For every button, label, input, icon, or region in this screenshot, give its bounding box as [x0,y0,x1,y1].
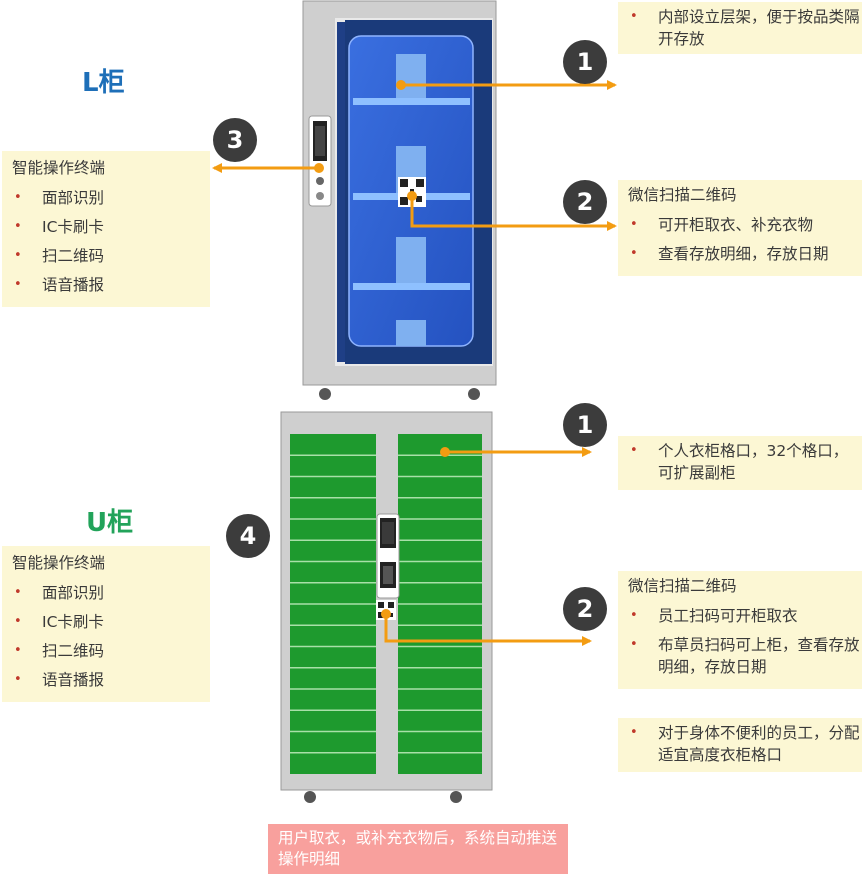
note-l-wechat-item: 查看存放明细，存放日期 [618,243,862,265]
note-l-shelves-item: 内部设立层架，便于按品类隔开存放 [618,6,862,50]
note-u-wechat: 微信扫描二维码 员工扫码可开柜取衣 布草员扫码可上柜，查看存放明细，存放日期 [618,571,862,689]
callout-arrows [212,80,617,646]
note-u-accessible-item: 对于身体不便利的员工，分配适宜高度衣柜格口 [618,722,862,766]
note-l-wechat: 微信扫描二维码 可开柜取衣、补充衣物 查看存放明细，存放日期 [618,180,862,276]
note-u-wechat-heading: 微信扫描二维码 [628,577,737,595]
note-l-wechat-heading: 微信扫描二维码 [628,186,737,204]
note-u-terminal-item: 扫二维码 [2,640,210,662]
u-cabinet [280,411,493,803]
l-terminal [308,115,332,207]
note-u-compartments-item: 个人衣柜格口，32个格口，可扩展副柜 [618,440,862,484]
badge-l-2: 2 [563,180,607,224]
note-u-compartments: 个人衣柜格口，32个格口，可扩展副柜 [618,436,862,490]
note-l-terminal-item: IC卡刷卡 [2,216,210,238]
l-cabinet [302,0,497,400]
note-u-terminal-item: 语音播报 [2,669,210,691]
note-u-wechat-item: 布草员扫码可上柜，查看存放明细，存放日期 [618,634,862,678]
note-u-terminal-heading: 智能操作终端 [12,554,106,572]
garment-blocks [396,54,426,346]
badge-u-2: 2 [563,587,607,631]
u-terminal [376,513,400,599]
note-l-terminal-item: 语音播报 [2,274,210,296]
locker-dividers [290,454,482,754]
note-u-terminal-item: 面部识别 [2,582,210,604]
l-cabinet-title: L柜 [82,68,125,98]
note-l-terminal-item: 面部识别 [2,187,210,209]
note-l-terminal-item: 扫二维码 [2,245,210,267]
note-l-terminal-heading: 智能操作终端 [12,159,106,177]
note-u-accessible: 对于身体不便利的员工，分配适宜高度衣柜格口 [618,718,862,772]
note-l-terminal: 智能操作终端 面部识别 IC卡刷卡 扫二维码 语音播报 [2,151,210,307]
badge-l-1: 1 [563,40,607,84]
note-u-terminal: 智能操作终端 面部识别 IC卡刷卡 扫二维码 语音播报 [2,546,210,702]
note-l-shelves: 内部设立层架，便于按品类隔开存放 [618,2,862,54]
u-cabinet-title: U柜 [86,508,134,538]
note-u-wechat-item: 员工扫码可开柜取衣 [618,605,862,627]
badge-u-4: 4 [226,514,270,558]
note-l-wechat-item: 可开柜取衣、补充衣物 [618,214,862,236]
badge-u-1: 1 [563,403,607,447]
badge-l-3: 3 [213,118,257,162]
note-u-terminal-item: IC卡刷卡 [2,611,210,633]
bottom-push-note: 用户取衣，或补充衣物后，系统自动推送操作明细 [268,824,568,874]
